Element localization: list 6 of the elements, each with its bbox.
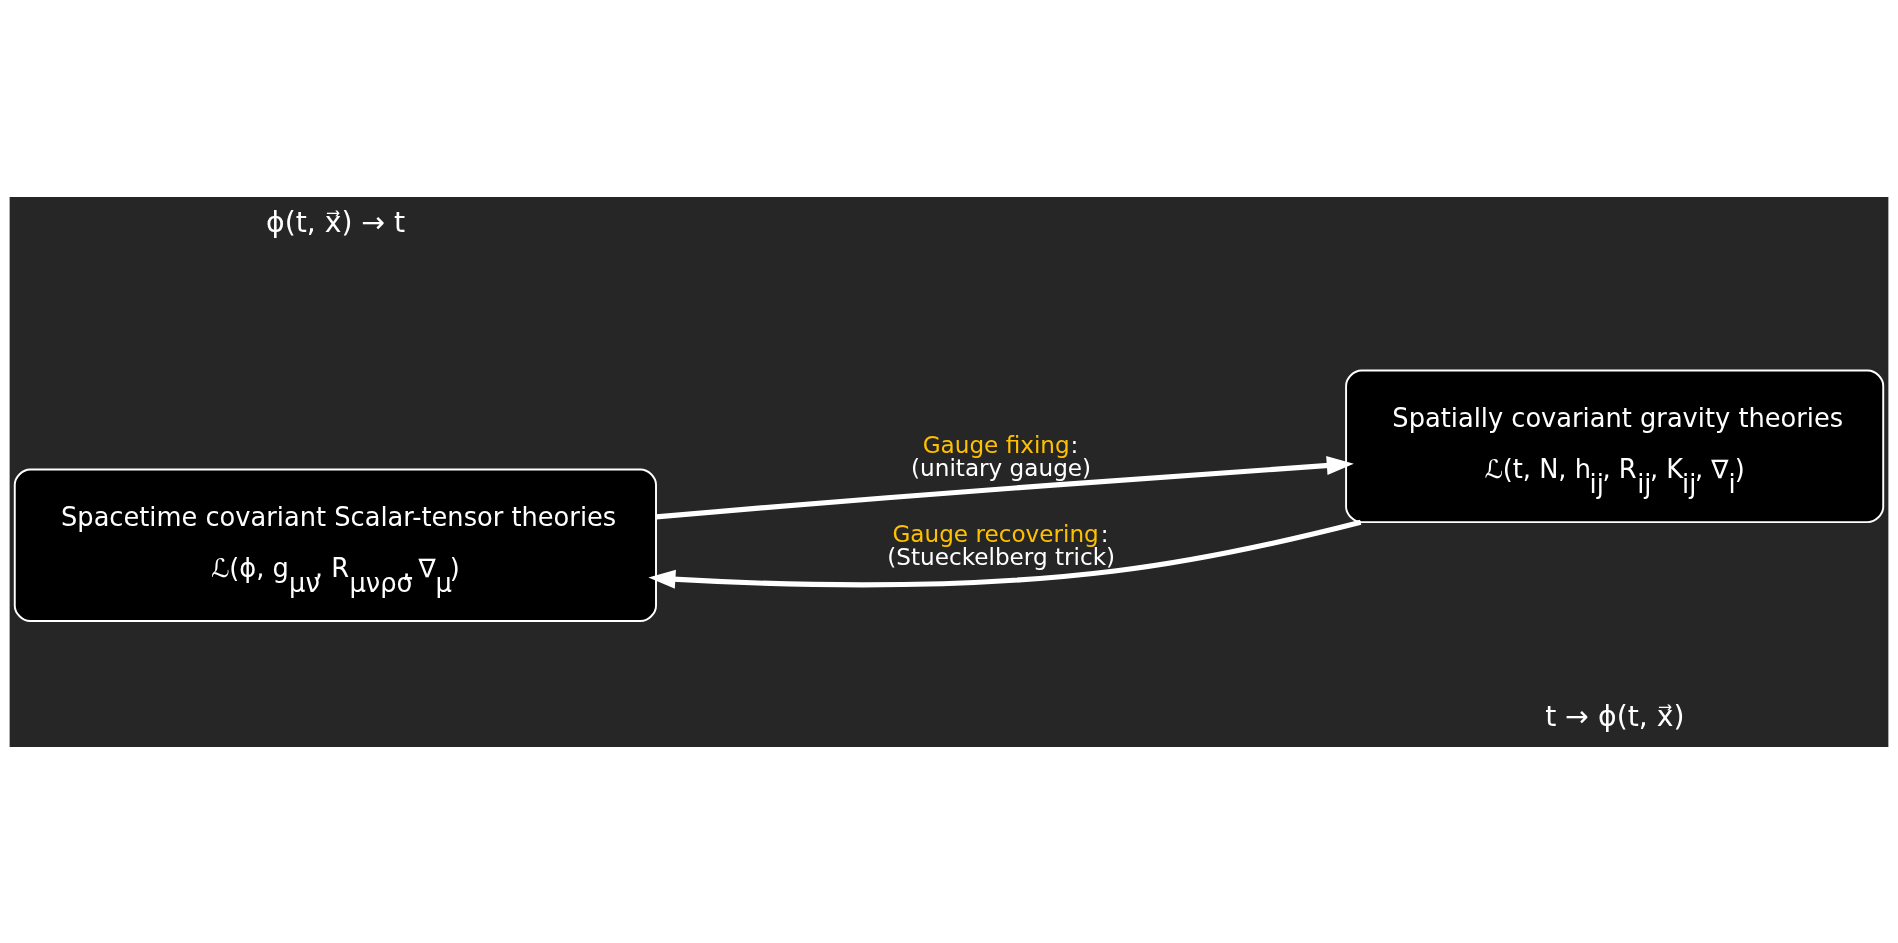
edge-label: Gauge fixing: (unitary gauge) (911, 431, 1092, 481)
edge-label: Gauge recovering: (Stueckelberg trick) (887, 520, 1116, 570)
arrow (655, 455, 1354, 519)
arrow (648, 519, 1362, 589)
label: ϕ(t, x⃗) → t (266, 205, 406, 239)
label: t → ϕ(t, x⃗) (1545, 699, 1685, 733)
